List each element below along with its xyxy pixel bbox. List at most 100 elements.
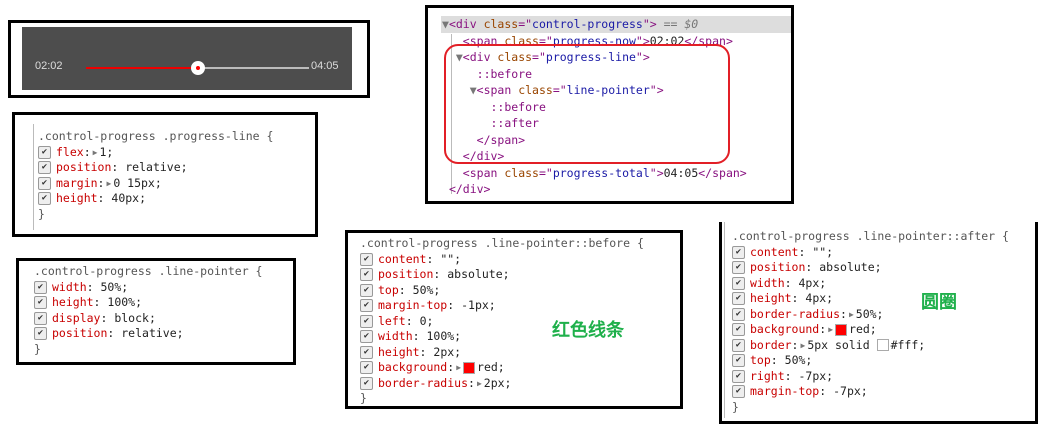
- property-checkbox[interactable]: ✔: [732, 338, 745, 352]
- property-checkbox[interactable]: ✔: [732, 261, 745, 275]
- property-name[interactable]: content: [378, 251, 427, 266]
- expand-triangle-icon[interactable]: ▶: [476, 378, 482, 388]
- expand-arrow-icon[interactable]: [442, 182, 449, 196]
- property-value[interactable]: -7px;: [798, 368, 834, 383]
- property-name[interactable]: position: [56, 160, 112, 174]
- expand-arrow-icon[interactable]: ▼: [469, 83, 477, 97]
- dom-node-line[interactable]: ::before: [442, 66, 747, 83]
- property-value[interactable]: 0 15px;: [113, 175, 162, 190]
- property-name[interactable]: background: [378, 360, 448, 374]
- expand-triangle-icon[interactable]: ▶: [106, 178, 112, 188]
- property-name[interactable]: background: [750, 322, 820, 336]
- property-checkbox[interactable]: ✔: [34, 327, 47, 341]
- dom-node-line[interactable]: ▼<span class="line-pointer">: [442, 82, 747, 99]
- property-checkbox[interactable]: ✔: [34, 311, 47, 325]
- expand-triangle-icon[interactable]: ▶: [848, 309, 854, 319]
- property-name[interactable]: position: [378, 267, 434, 281]
- expand-arrow-icon[interactable]: [456, 166, 463, 180]
- property-checkbox[interactable]: ✔: [360, 376, 373, 390]
- expand-triangle-icon[interactable]: ▶: [800, 340, 806, 350]
- dom-node-line[interactable]: ▼<div class="control-progress"> == $0: [442, 16, 747, 33]
- property-value[interactable]: absolute;: [447, 267, 510, 281]
- property-name[interactable]: margin-top: [378, 298, 448, 312]
- dom-node-line[interactable]: </div>: [442, 181, 747, 198]
- property-value[interactable]: -7px;: [833, 384, 868, 398]
- property-checkbox[interactable]: ✔: [360, 283, 373, 297]
- property-value[interactable]: red;: [849, 322, 877, 336]
- expand-arrow-icon[interactable]: ▼: [455, 50, 463, 64]
- property-value[interactable]: block;: [114, 310, 156, 325]
- property-value[interactable]: "";: [812, 244, 834, 259]
- dom-node-line[interactable]: </div>: [442, 148, 747, 165]
- property-value[interactable]: #fff;: [890, 337, 926, 352]
- property-checkbox[interactable]: ✔: [732, 323, 745, 337]
- property-value[interactable]: 1;: [99, 144, 114, 159]
- expand-triangle-icon[interactable]: ▶: [92, 147, 98, 157]
- property-name[interactable]: position: [52, 326, 108, 340]
- property-checkbox[interactable]: ✔: [732, 354, 745, 368]
- property-checkbox[interactable]: ✔: [732, 276, 745, 290]
- property-value[interactable]: red;: [477, 360, 505, 374]
- property-name[interactable]: margin-top: [750, 384, 820, 398]
- dom-node-line[interactable]: ::after: [442, 115, 747, 132]
- property-value[interactable]: 2px;: [433, 344, 462, 359]
- property-name[interactable]: top: [750, 353, 771, 367]
- property-checkbox[interactable]: ✔: [34, 280, 47, 294]
- property-checkbox[interactable]: ✔: [360, 314, 373, 328]
- property-value[interactable]: 50%;: [412, 282, 441, 297]
- progress-track[interactable]: [86, 61, 309, 75]
- property-name[interactable]: right: [750, 368, 785, 383]
- property-value[interactable]: 4px;: [805, 291, 834, 305]
- color-swatch[interactable]: [876, 339, 889, 352]
- expand-arrow-icon[interactable]: ▼: [442, 17, 449, 31]
- property-name[interactable]: border: [750, 337, 792, 352]
- property-value[interactable]: 4px;: [798, 275, 827, 290]
- property-name[interactable]: width: [750, 275, 785, 290]
- dom-node-line[interactable]: ::before: [442, 99, 747, 116]
- property-value[interactable]: 50%;: [100, 279, 129, 294]
- property-value[interactable]: 100%;: [107, 295, 143, 309]
- property-checkbox[interactable]: ✔: [360, 361, 373, 375]
- property-checkbox[interactable]: ✔: [360, 268, 373, 282]
- property-value[interactable]: absolute;: [819, 260, 882, 274]
- expand-triangle-icon[interactable]: ▶: [456, 363, 462, 372]
- property-checkbox[interactable]: ✔: [732, 369, 745, 383]
- property-name[interactable]: position: [750, 260, 806, 274]
- property-name[interactable]: margin: [56, 175, 98, 190]
- property-checkbox[interactable]: ✔: [360, 345, 373, 359]
- property-checkbox[interactable]: ✔: [732, 385, 745, 399]
- property-value[interactable]: -1px;: [461, 298, 496, 312]
- property-checkbox[interactable]: ✔: [360, 299, 373, 313]
- property-checkbox[interactable]: ✔: [38, 145, 51, 159]
- property-checkbox[interactable]: ✔: [732, 307, 745, 321]
- property-value[interactable]: 50%;: [784, 353, 813, 367]
- property-name[interactable]: height: [56, 191, 98, 205]
- property-name[interactable]: border-radius: [750, 306, 841, 321]
- property-name[interactable]: border-radius: [378, 375, 469, 390]
- property-value[interactable]: relative;: [121, 326, 184, 340]
- property-checkbox[interactable]: ✔: [732, 292, 745, 306]
- property-value[interactable]: 5px solid: [807, 337, 877, 352]
- property-checkbox[interactable]: ✔: [38, 161, 51, 175]
- dom-node-line[interactable]: <span class="progress-total">04:05</span…: [442, 165, 747, 182]
- property-value[interactable]: "";: [440, 251, 462, 266]
- property-checkbox[interactable]: ✔: [360, 330, 373, 344]
- dom-node-line[interactable]: ▼<div class="progress-line">: [442, 49, 747, 66]
- property-name[interactable]: flex: [56, 144, 84, 159]
- dom-node-line[interactable]: </span>: [442, 132, 747, 149]
- property-name[interactable]: top: [378, 282, 399, 297]
- property-checkbox[interactable]: ✔: [732, 245, 745, 259]
- property-name[interactable]: height: [750, 291, 792, 305]
- property-name[interactable]: content: [750, 244, 799, 259]
- property-checkbox[interactable]: ✔: [38, 192, 51, 206]
- property-value[interactable]: 0;: [419, 313, 434, 328]
- property-name[interactable]: left: [378, 313, 406, 328]
- property-value[interactable]: 100%;: [426, 329, 462, 343]
- property-name[interactable]: height: [378, 344, 420, 359]
- property-value[interactable]: 40px;: [111, 191, 147, 205]
- expand-triangle-icon[interactable]: ▶: [828, 325, 834, 334]
- property-checkbox[interactable]: ✔: [38, 176, 51, 190]
- property-name[interactable]: width: [52, 279, 87, 294]
- property-value[interactable]: 2px;: [483, 375, 512, 390]
- property-checkbox[interactable]: ✔: [360, 252, 373, 266]
